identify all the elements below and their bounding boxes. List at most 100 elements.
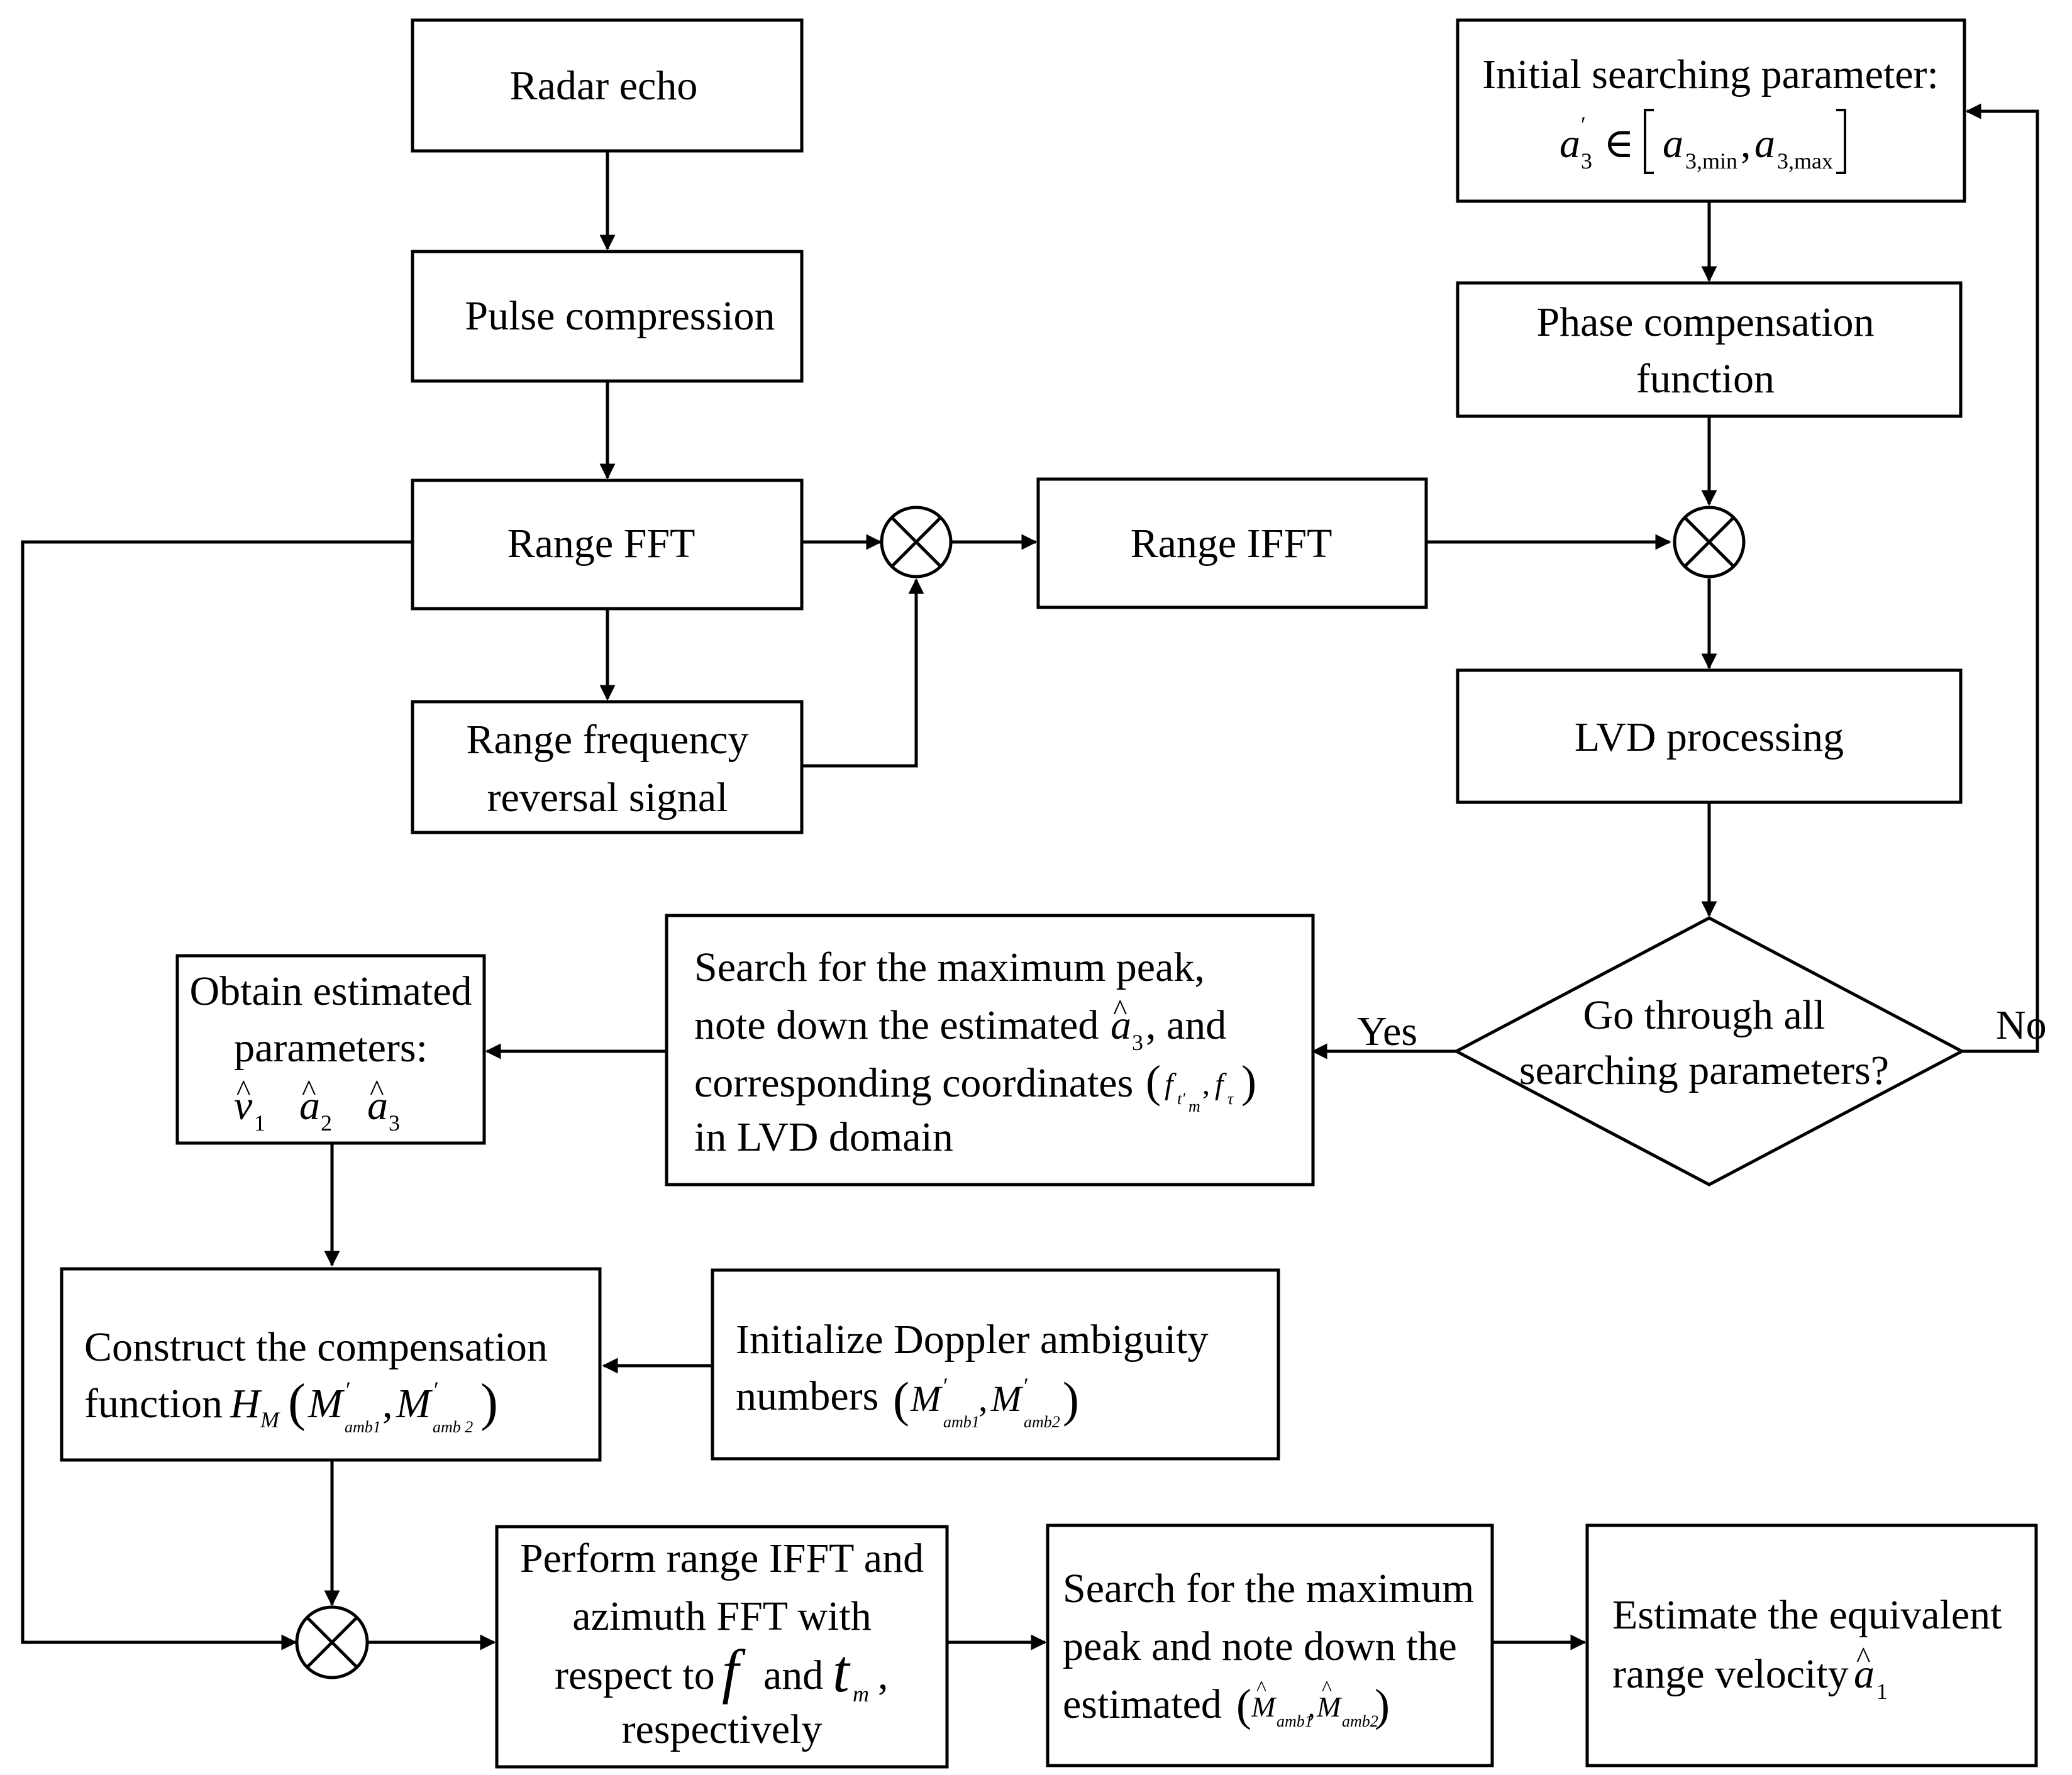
- svg-text:,: ,: [382, 1381, 393, 1427]
- radar-echo-label: Radar echo: [510, 63, 698, 109]
- svg-text:amb 2: amb 2: [433, 1418, 473, 1436]
- node-range-frequency-reversal: Range frequency reversal signal: [411, 700, 804, 834]
- svg-text:τ: τ: [1227, 1090, 1234, 1108]
- doppler-line2: numbers: [736, 1373, 878, 1419]
- svg-text:^: ^: [302, 1074, 316, 1107]
- range-ifft-label: Range IFFT: [1131, 521, 1332, 567]
- node-search-max-peak-2: Search for the maximum peak and note dow…: [1046, 1523, 1494, 1767]
- node-phase-compensation: Phase compensation function: [1456, 281, 1963, 418]
- estimate-line1: Estimate the equivalent: [1612, 1592, 2002, 1638]
- perform-line1: Perform range IFFT and: [520, 1535, 924, 1581]
- search2-line1: Search for the maximum: [1063, 1566, 1474, 1612]
- search-line2: note down the estimated: [694, 1002, 1099, 1048]
- search-line3: corresponding coordinates: [694, 1060, 1133, 1106]
- svg-text:^: ^: [1322, 1677, 1332, 1700]
- node-range-fft: Range FFT: [411, 478, 804, 611]
- reversal-line1: Range frequency: [467, 717, 749, 763]
- search2-formula: ( M ^ amb1 , M ^ amb2 ): [1236, 1677, 1390, 1730]
- svg-text:,: ,: [1202, 1068, 1210, 1101]
- doppler-formula: ( M ′ amb1 , M ′ amb2 ): [893, 1372, 1079, 1431]
- svg-text:3: 3: [1132, 1030, 1143, 1055]
- node-perform-range-ifft: Perform range IFFT and azimuth FFT with …: [495, 1525, 949, 1769]
- multiplier-3: [295, 1605, 369, 1679]
- svg-text:^: ^: [1856, 1641, 1871, 1674]
- node-search-max-peak: Search for the maximum peak, note down t…: [665, 914, 1315, 1186]
- svg-text:3: 3: [1581, 148, 1592, 174]
- node-initial-searching-parameter: Initial searching parameter: a ′ 3 ∈ a 3…: [1456, 18, 1966, 203]
- svg-text:,: ,: [1741, 121, 1751, 167]
- svg-text:): ): [480, 1373, 498, 1432]
- connectors: [21, 103, 2039, 1651]
- svg-text:M: M: [307, 1381, 345, 1427]
- svg-text:(: (: [1146, 1056, 1161, 1107]
- node-decision: Go through all searching parameters?: [1453, 916, 1966, 1186]
- search2-line3: estimated: [1063, 1681, 1222, 1727]
- search-line4: in LVD domain: [694, 1114, 953, 1160]
- svg-text:3: 3: [389, 1110, 400, 1136]
- svg-text:amb1: amb1: [1277, 1712, 1313, 1730]
- svg-text:M: M: [990, 1378, 1023, 1419]
- phase-comp-line1: Phase compensation: [1536, 299, 1874, 345]
- svg-text:): ): [1375, 1680, 1390, 1730]
- svg-text:(: (: [288, 1373, 306, 1432]
- svg-text:^: ^: [1256, 1677, 1266, 1700]
- edge-label-yes: Yes: [1357, 1009, 1417, 1054]
- reversal-line2: reversal signal: [487, 775, 728, 821]
- svg-text:amb1: amb1: [943, 1413, 980, 1431]
- doppler-line1: Initialize Doppler ambiguity: [736, 1317, 1208, 1363]
- svg-text:a: a: [1854, 1651, 1875, 1697]
- range-fft-label: Range FFT: [507, 521, 695, 567]
- svg-text:^: ^: [236, 1074, 251, 1107]
- svg-text:a: a: [299, 1083, 320, 1129]
- svg-text:H: H: [230, 1381, 262, 1427]
- perform-line3a: respect to: [555, 1652, 715, 1698]
- multiplier-2: [1673, 506, 1746, 578]
- search2-line2: peak and note down the: [1063, 1623, 1457, 1669]
- perform-line4: respectively: [622, 1706, 823, 1752]
- node-obtain-estimated-parameters: Obtain estimated parameters: v ^ 1 a ^ 2…: [175, 954, 486, 1145]
- svg-text:(: (: [1236, 1680, 1251, 1730]
- construct-formula: H M ( M ′ amb1 , M ′ amb 2 ): [230, 1373, 498, 1436]
- obtain-line2: parameters:: [234, 1025, 428, 1071]
- edge-rangefft-to-mult3: [21, 540, 413, 1651]
- obtain-line1: Obtain estimated: [189, 968, 472, 1014]
- svg-text:3,max: 3,max: [1777, 148, 1833, 174]
- svg-text:t′: t′: [1177, 1090, 1185, 1108]
- svg-text:m: m: [1188, 1097, 1200, 1115]
- svg-text:amb1: amb1: [345, 1418, 381, 1436]
- svg-text:′: ′: [1024, 1373, 1029, 1398]
- svg-text:2: 2: [321, 1110, 332, 1136]
- svg-text:(: (: [893, 1372, 909, 1427]
- edge-reversal-to-mult1: [802, 578, 924, 768]
- svg-text:1: 1: [1876, 1679, 1888, 1704]
- svg-text:v: v: [234, 1083, 253, 1129]
- search-line1: Search for the maximum peak,: [694, 944, 1205, 990]
- node-range-ifft: Range IFFT: [1036, 477, 1428, 609]
- svg-text:amb2: amb2: [1024, 1413, 1060, 1431]
- search-line2-tail: , and: [1146, 1002, 1226, 1048]
- phase-comp-line2: function: [1636, 356, 1775, 402]
- svg-text:): ): [1063, 1372, 1079, 1427]
- node-estimate-velocity: Estimate the equivalent range velocity a…: [1585, 1523, 2038, 1767]
- svg-text:1: 1: [254, 1110, 265, 1136]
- estimate-a1-symbol: a ^ 1: [1854, 1641, 1888, 1704]
- svg-text:a: a: [1754, 121, 1775, 167]
- svg-text:amb2: amb2: [1342, 1712, 1378, 1730]
- svg-text:′: ′: [434, 1377, 439, 1402]
- svg-text:M: M: [910, 1378, 943, 1419]
- svg-text:M: M: [1316, 1691, 1343, 1723]
- perform-symbol-tm: t m: [833, 1637, 869, 1706]
- initial-search-formula: a ′ 3 ∈ a 3,min , a 3,max: [1560, 109, 1846, 174]
- node-construct-compensation: Construct the compensation function H M …: [60, 1267, 602, 1462]
- edge-label-no: No: [1996, 1002, 2047, 1048]
- svg-text:,: ,: [978, 1378, 988, 1419]
- svg-text:): ): [1241, 1056, 1256, 1107]
- svg-text:t: t: [833, 1637, 851, 1705]
- svg-text:′: ′: [346, 1377, 351, 1402]
- svg-text:a: a: [1560, 121, 1580, 167]
- decision-line2: searching parameters?: [1519, 1048, 1889, 1093]
- node-lvd-processing: LVD processing: [1456, 668, 1963, 804]
- svg-text:M: M: [1251, 1691, 1277, 1723]
- pulse-compression-label: Pulse compression: [465, 293, 775, 339]
- perform-line3c: ,: [878, 1652, 889, 1698]
